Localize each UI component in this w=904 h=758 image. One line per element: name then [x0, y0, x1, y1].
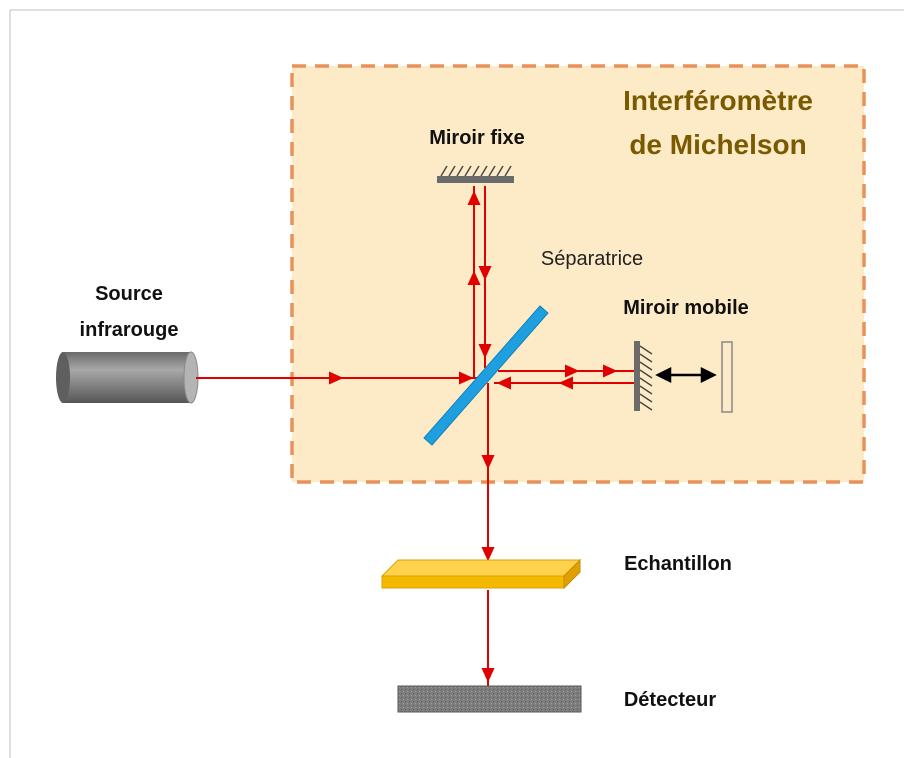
detector-label: Détecteur: [624, 689, 716, 711]
beam-splitter: [423, 305, 549, 446]
fixed-mirror-label: Miroir fixe: [429, 127, 525, 149]
source-label-line1: Source: [95, 283, 163, 305]
sample-label: Echantillon: [624, 553, 732, 575]
interferometer-title-line2: de Michelson: [629, 129, 806, 160]
fixed-mirror: [437, 176, 514, 183]
moving-mirror-label: Miroir mobile: [623, 297, 749, 319]
moving-mirror-hatch-icon: [639, 345, 653, 411]
source-label-line2: infrarouge: [80, 319, 179, 341]
double-arrow-icon: [655, 366, 717, 384]
interferometer-box: [290, 64, 866, 484]
detector: [397, 685, 582, 713]
fixed-mirror-hatch-icon: [440, 165, 512, 177]
moving-mirror: [634, 341, 640, 411]
moving-mirror-ghost: [721, 341, 733, 413]
interferometer-title-line1: Interféromètre: [623, 85, 813, 116]
beam-splitter-label: Séparatrice: [541, 248, 643, 270]
cylinder-source-icon: [56, 351, 199, 404]
beam-paths: [196, 186, 635, 686]
sample-slab: [380, 558, 582, 590]
